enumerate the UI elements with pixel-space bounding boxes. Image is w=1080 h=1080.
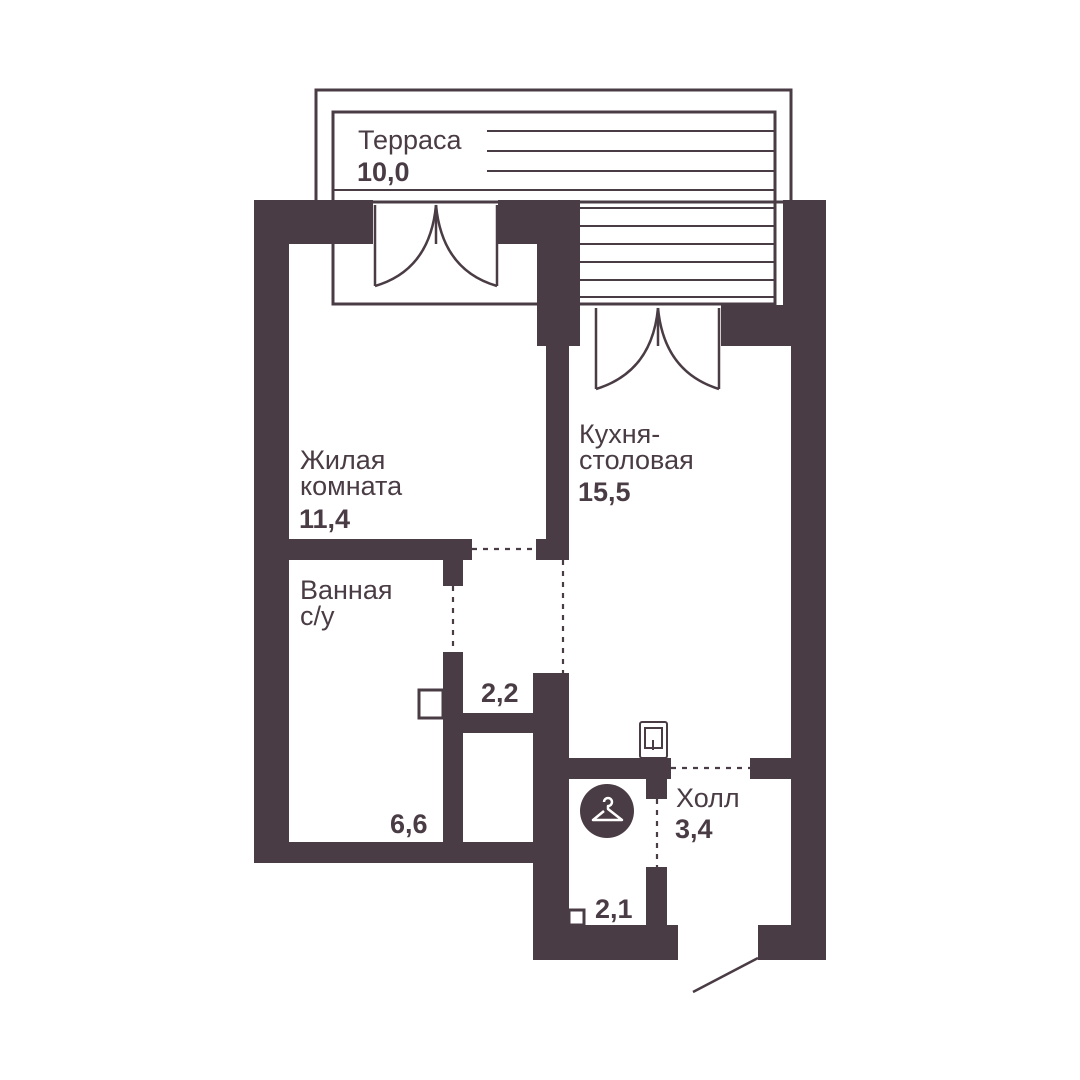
corridor-area: 2,2 — [481, 678, 519, 708]
bath-outlet-box — [417, 688, 445, 720]
kitchen-area: 15,5 — [578, 477, 631, 507]
hanger-icon — [580, 784, 634, 838]
terrace-area: 10,0 — [357, 157, 410, 187]
dashed-openings — [451, 547, 750, 867]
living-room-area: 11,4 — [299, 504, 351, 534]
bathroom-name-line2: с/у — [300, 601, 335, 631]
boiler-icon — [639, 721, 668, 759]
closet-area: 2,1 — [595, 894, 633, 924]
closet-outlet-box — [567, 908, 586, 927]
living-room-name-line1: Жилая — [300, 445, 386, 475]
bathroom-name-line1: Ванная — [300, 575, 393, 605]
bathroom-area: 6,6 — [390, 809, 428, 839]
living-room-door — [373, 204, 499, 288]
hall-name: Холл — [676, 783, 740, 813]
terrace-slats — [333, 130, 775, 298]
walls — [254, 200, 826, 960]
hall-area: 3,4 — [675, 814, 713, 844]
kitchen-door — [594, 307, 721, 391]
entrance-door — [692, 956, 759, 994]
kitchen-name-line1: Кухня- — [579, 419, 661, 449]
living-room-name-line2: комната — [300, 471, 403, 501]
terrace-name: Терраса — [358, 125, 462, 155]
kitchen-name-line2: столовая — [579, 445, 694, 475]
